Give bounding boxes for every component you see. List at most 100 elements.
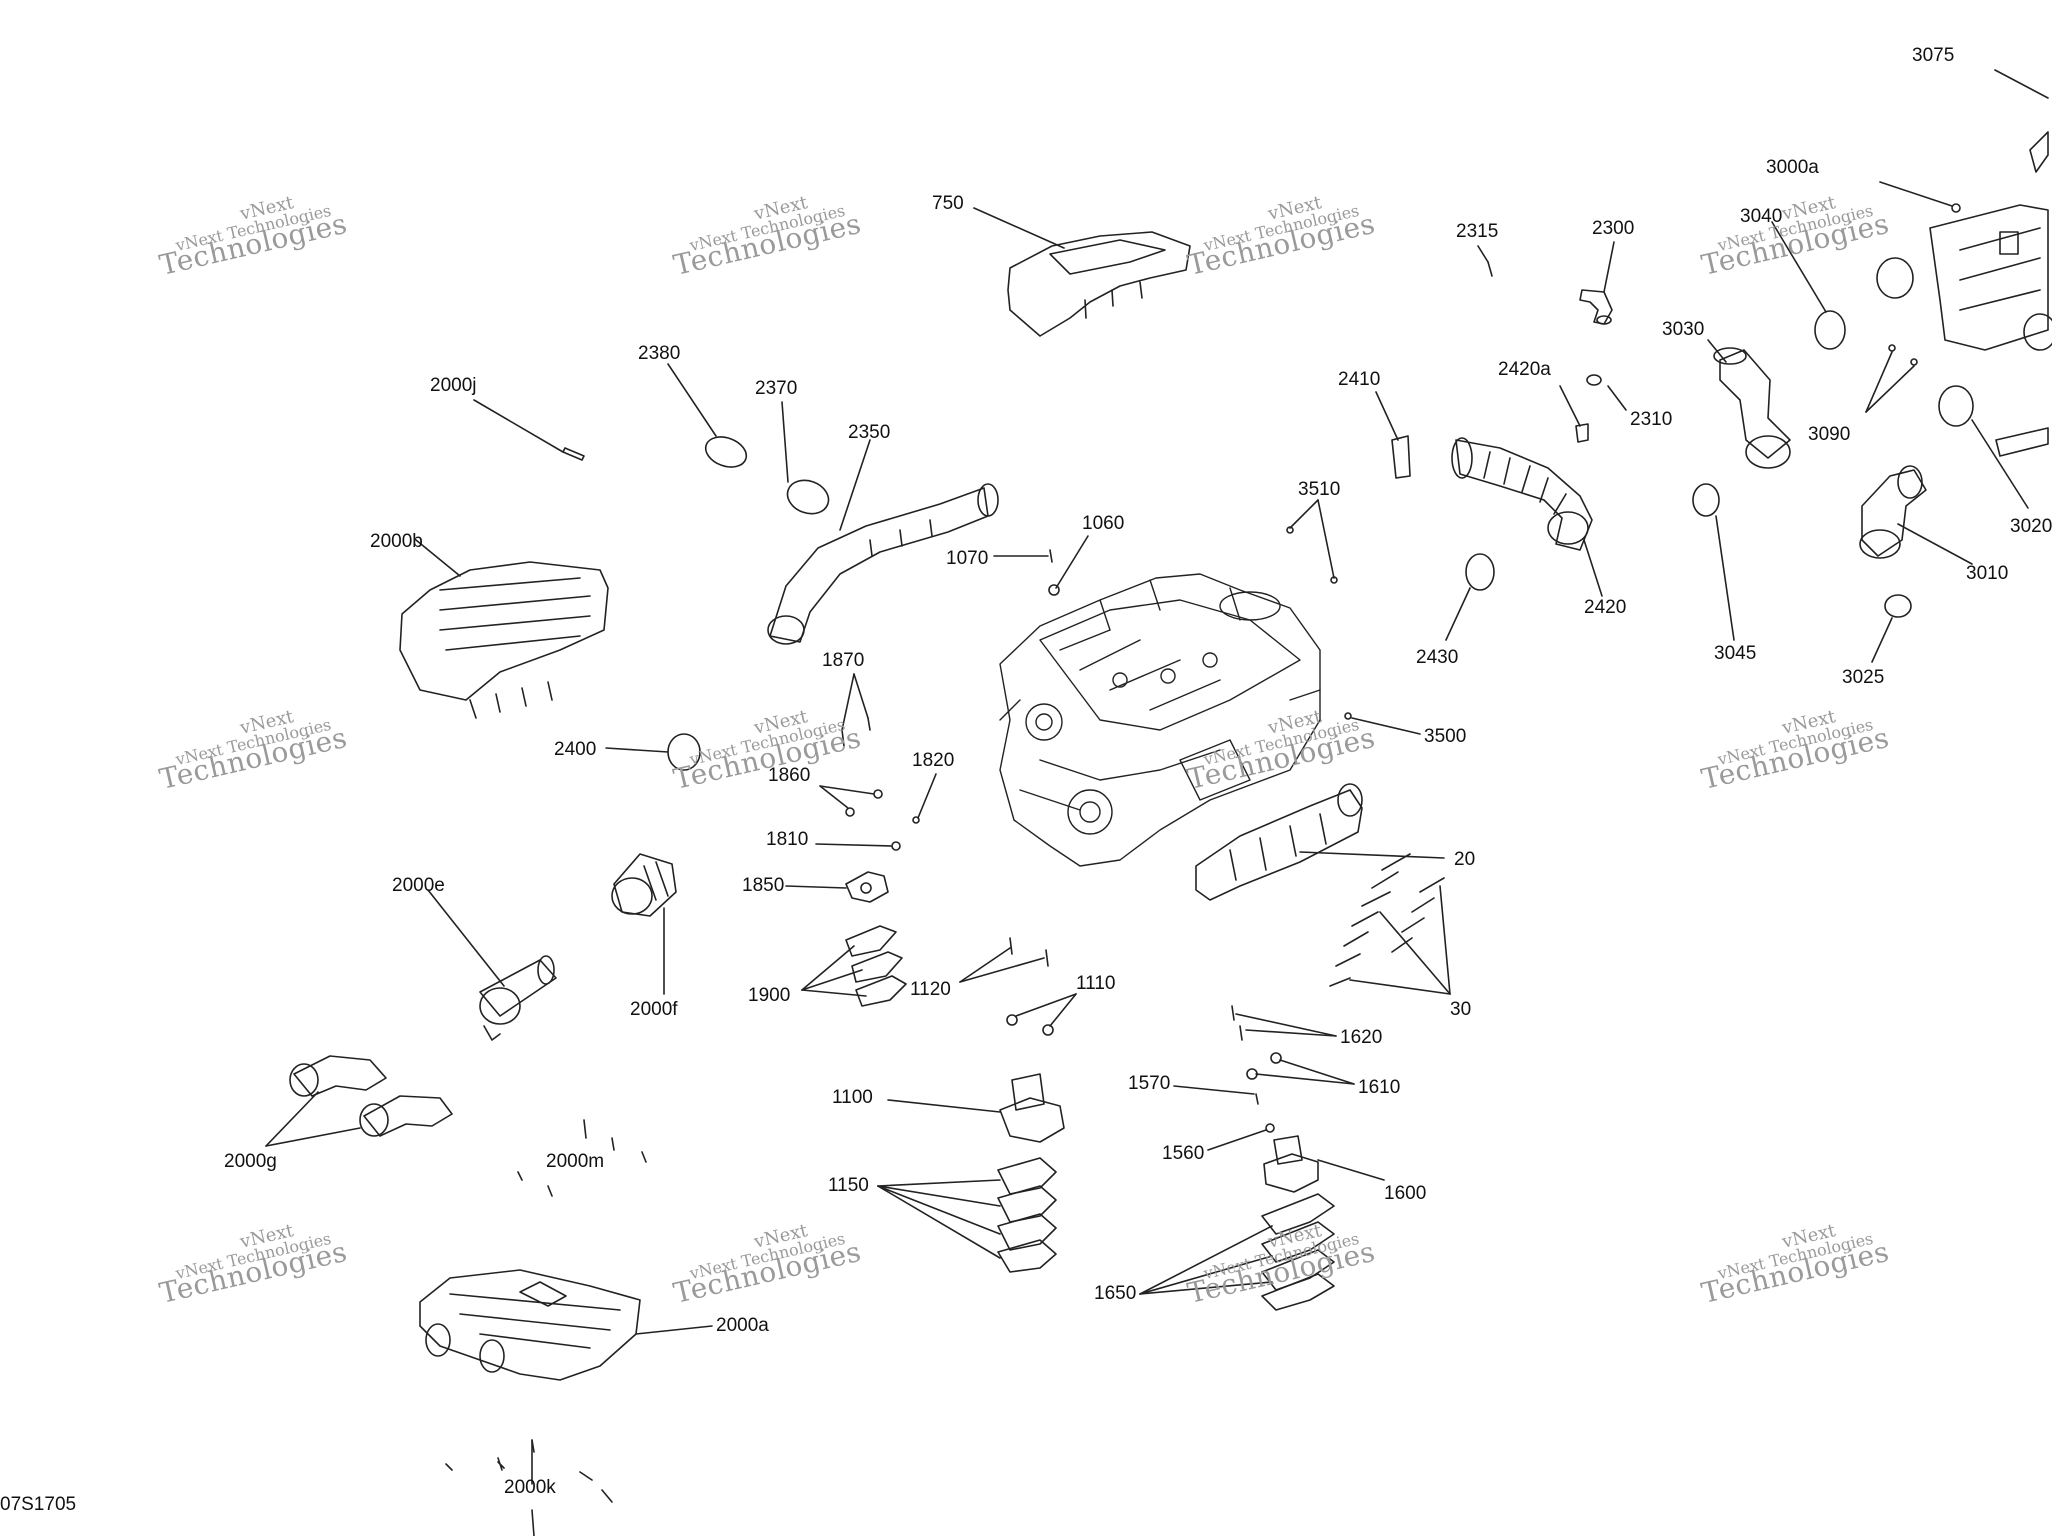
leader-30a [1349, 979, 1451, 995]
leader-30b [1379, 911, 1451, 995]
leader-1100 [887, 1099, 1001, 1113]
bolt-part-3000a [1951, 203, 1961, 213]
leader-1620a [1235, 1013, 1337, 1037]
leader-3090b [1865, 365, 1915, 413]
callout-1070: 1070 [946, 548, 989, 569]
leader-3010 [1897, 523, 1973, 565]
clip-part-2310 [1586, 374, 1602, 386]
callout-1600: 1600 [1384, 1183, 1427, 1204]
leader-3045 [1715, 515, 1735, 641]
engine-mount-part-1600 [1263, 1135, 1319, 1193]
leader-1560 [1207, 1129, 1267, 1151]
leader-1900c [801, 989, 867, 997]
clamp-part-2430 [1465, 553, 1495, 591]
bolt-part-3510a [1286, 526, 1294, 534]
callout-1120: 1120 [910, 979, 951, 1000]
leader-2380 [667, 363, 717, 437]
clamp-part-3045 [1692, 483, 1720, 517]
callout-2410: 2410 [1338, 369, 1381, 390]
leader-2420 [1583, 539, 1603, 597]
leader-2000g-a [265, 1091, 319, 1147]
callout-1900: 1900 [748, 985, 791, 1006]
leader-3025 [1871, 617, 1893, 663]
leader-2310 [1607, 385, 1627, 411]
callout-1850: 1850 [742, 875, 785, 896]
callout-2000g: 2000g [224, 1151, 277, 1172]
callout-2000a: 2000a [716, 1315, 769, 1336]
callout-2380: 2380 [638, 343, 681, 364]
callout-2420a: 2420a [1498, 359, 1551, 380]
callout-3020: 3020 [2010, 516, 2052, 537]
callout-2350: 2350 [848, 422, 891, 443]
callout-2000e: 2000e [392, 875, 445, 896]
callout-3010: 3010 [1966, 563, 2009, 584]
bolt-part-3500 [1344, 712, 1352, 720]
studs-part-30 [1329, 853, 1445, 987]
callout-1610: 1610 [1358, 1077, 1401, 1098]
washer-part-1110a [1006, 1014, 1018, 1026]
leader-1650a [1139, 1225, 1273, 1295]
washer-part-1110b [1042, 1024, 1054, 1036]
leader-1820 [917, 773, 937, 819]
clamp-part-2380 [704, 436, 748, 468]
mount-part-1850 [845, 871, 889, 903]
exhaust-manifold-part-20 [1195, 783, 1363, 901]
sensor-part-3075 [2029, 131, 2049, 173]
leader-2000a [635, 1325, 713, 1335]
leader-750 [973, 207, 1065, 249]
bolt-part-3510b [1330, 576, 1338, 584]
bolt-part-1070 [1049, 549, 1053, 563]
bolts-part-2000m [517, 1119, 647, 1197]
ring-part-2370 [786, 479, 830, 515]
pad-part-3020 [1995, 427, 2049, 457]
callout-3040: 3040 [1740, 206, 1783, 227]
callout-1100: 1100 [832, 1087, 873, 1108]
leader-3000a [1879, 181, 1953, 207]
clamp-part-3025 [1884, 594, 1912, 618]
leader-1610b [1255, 1073, 1355, 1085]
leader-3040 [1771, 221, 1827, 313]
engine-cover-part-750 [1007, 231, 1191, 337]
bolt-part-1870 [841, 717, 871, 747]
bolt-part-1620 [1231, 1005, 1243, 1041]
callout-3025: 3025 [1842, 667, 1885, 688]
clamp-part-3040 [1814, 310, 1846, 350]
leader-2400 [605, 747, 669, 753]
leader-1900a [801, 945, 855, 991]
washer-part-1060 [1048, 584, 1060, 596]
leader-1600 [1317, 1159, 1385, 1181]
callout-3090: 3090 [1808, 424, 1851, 445]
pipe-part-2000e [479, 955, 557, 1041]
callout-1060: 1060 [1082, 513, 1125, 534]
callout-1570: 1570 [1128, 1073, 1171, 1094]
bolt-part-1120 [1009, 937, 1049, 967]
leader-1110b [1049, 993, 1077, 1027]
callout-1810: 1810 [766, 829, 809, 850]
callout-3045: 3045 [1714, 643, 1757, 664]
corrugated-hose-part-2420 [1451, 437, 1593, 551]
leader-3510a [1289, 499, 1319, 529]
leader-2350 [839, 439, 871, 531]
callout-1820: 1820 [912, 750, 955, 771]
leader-1110a [1015, 993, 1077, 1017]
callout-1650: 1650 [1094, 1283, 1137, 1304]
small-hose-part-2300 [1579, 289, 1613, 325]
leader-2420a [1559, 385, 1581, 427]
leader-2410 [1375, 391, 1399, 441]
leader-3500 [1351, 717, 1421, 735]
washer-part-1810 [891, 841, 901, 851]
callout-3075: 3075 [1912, 45, 1955, 66]
callout-1870: 1870 [822, 650, 865, 671]
bolt-part-1820 [912, 816, 920, 824]
callout-2420: 2420 [1584, 597, 1627, 618]
leader-3510b [1317, 499, 1335, 579]
leader-1150d [877, 1185, 1001, 1259]
dipstick-part-2000j [562, 447, 585, 461]
callout-1860: 1860 [768, 765, 811, 786]
leader-1150a [877, 1179, 1001, 1187]
callout-2300: 2300 [1592, 218, 1635, 239]
leader-1120a [959, 947, 1011, 983]
leader-1150c [877, 1185, 1001, 1235]
intake-duct-part-2350 [767, 483, 999, 645]
